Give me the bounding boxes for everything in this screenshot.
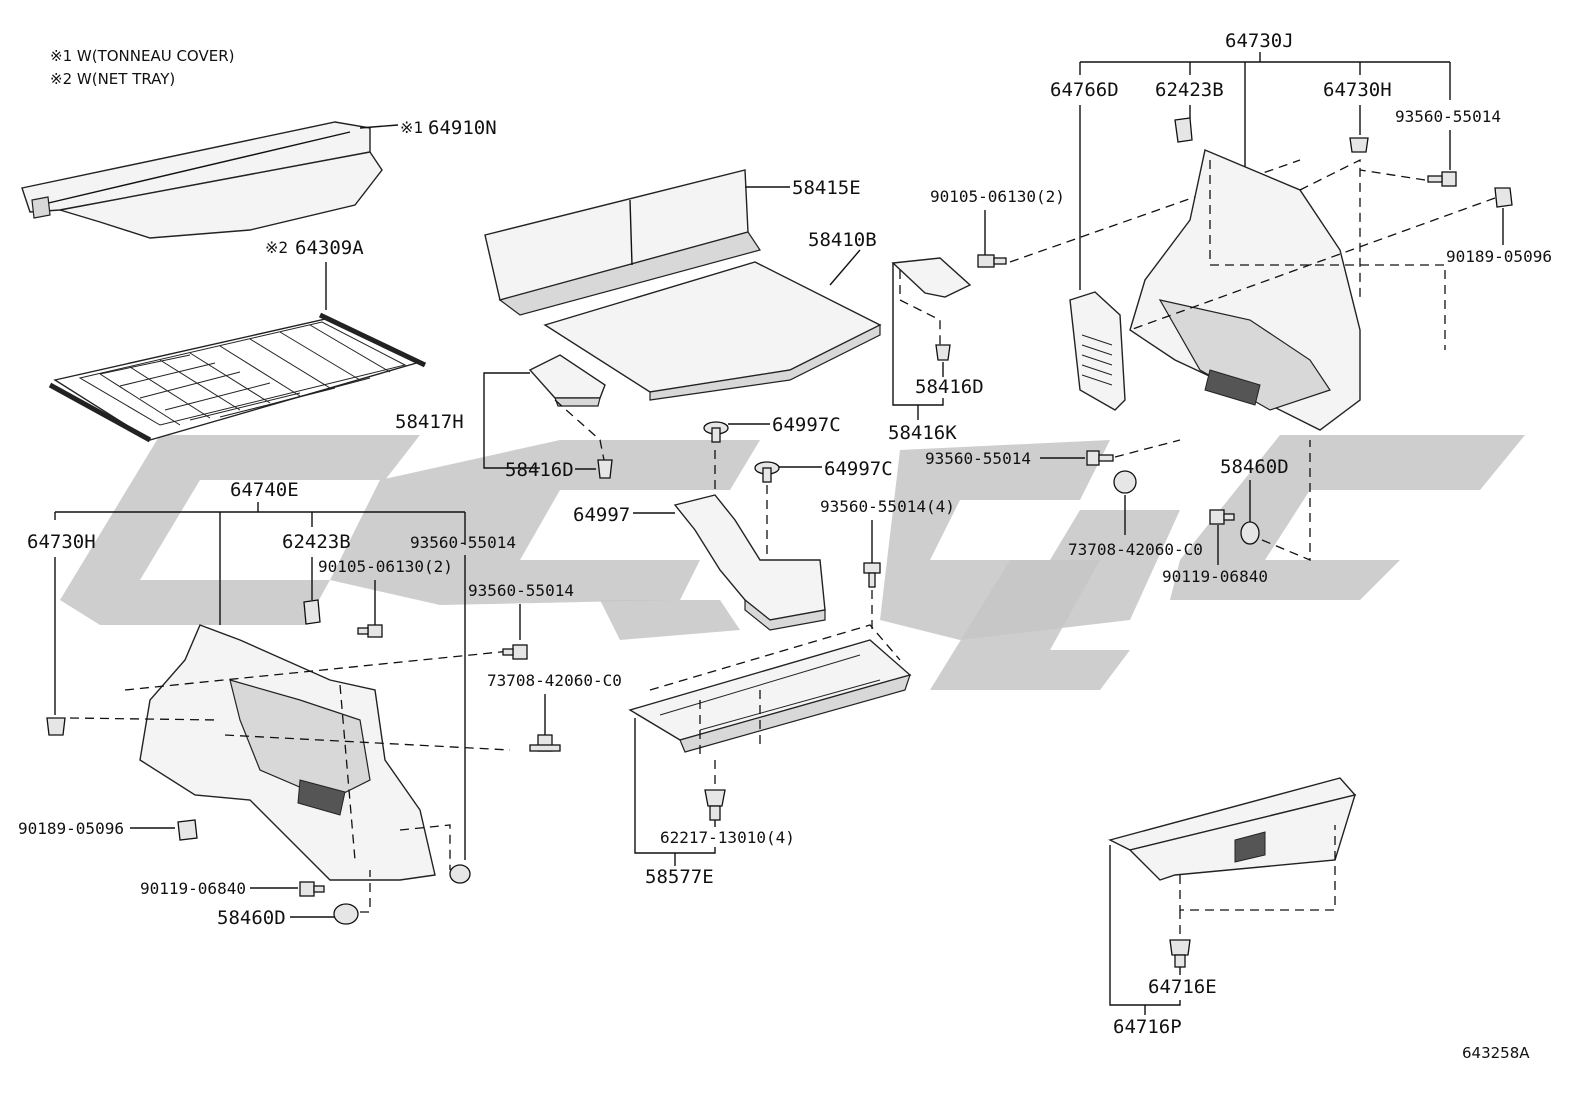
clip-62217 bbox=[704, 789, 726, 821]
scuff-plate-58577E bbox=[628, 624, 912, 760]
plug-73708-left bbox=[529, 734, 561, 752]
leader-58417H bbox=[483, 372, 540, 469]
label-90119-left: 90119-06840 bbox=[140, 879, 246, 898]
screw-90105-top bbox=[977, 254, 1007, 268]
label-64997: 64997 bbox=[573, 504, 630, 526]
clip-58460D-left bbox=[333, 903, 359, 925]
label-93560-4: 93560-55014(4) bbox=[820, 497, 955, 516]
dash-90189-right bbox=[1129, 197, 1496, 331]
label-64740E: 64740E bbox=[230, 479, 299, 501]
label-58416D-mid: 58416D bbox=[505, 459, 574, 481]
clip-64716E bbox=[1169, 939, 1191, 968]
label-93560-left-b: 93560-55014 bbox=[468, 581, 574, 600]
label-64997C-b: 64997C bbox=[824, 458, 893, 480]
label-64730H-left: 64730H bbox=[27, 531, 96, 553]
label-64716P: 64716P bbox=[1113, 1016, 1182, 1038]
screw-90105-left bbox=[357, 624, 383, 638]
note-tonneau-cover: ※1 W(TONNEAU COVER) bbox=[50, 47, 235, 65]
leader-64910N bbox=[359, 124, 399, 129]
screw-93560-center bbox=[863, 562, 881, 588]
label-62217: 62217-13010(4) bbox=[660, 828, 795, 847]
clip-64997C-a-stem bbox=[711, 427, 721, 443]
label-58410B: 58410B bbox=[808, 229, 877, 251]
trim-panel-left bbox=[69, 624, 521, 881]
dash-58460D-right bbox=[1261, 440, 1311, 561]
screw-90119-right bbox=[1209, 509, 1235, 525]
label-64716E: 64716E bbox=[1148, 976, 1217, 998]
trim-panel-right bbox=[1129, 149, 1446, 431]
label-93560-right-top: 93560-55014 bbox=[1395, 107, 1501, 126]
label-64309A: 64309A bbox=[295, 237, 364, 259]
label-58417H: 58417H bbox=[395, 411, 464, 433]
clip-58460D-right bbox=[1240, 521, 1260, 545]
label-58577E: 58577E bbox=[645, 866, 714, 888]
dash-58460D-left bbox=[360, 870, 371, 913]
mark-64910N: ※1 bbox=[400, 118, 423, 137]
screw-90119-left bbox=[299, 881, 325, 897]
label-64766D: 64766D bbox=[1050, 79, 1119, 101]
label-90105-top: 90105-06130(2) bbox=[930, 187, 1065, 206]
clip-62423B-right bbox=[1174, 117, 1193, 143]
label-58460D-left: 58460D bbox=[217, 907, 286, 929]
label-58415E: 58415E bbox=[792, 177, 861, 199]
screw-93560-left-b bbox=[502, 644, 528, 660]
clip-90189-left bbox=[177, 819, 198, 841]
clip-64730H-left bbox=[46, 717, 66, 736]
label-58416D-right: 58416D bbox=[915, 376, 984, 398]
label-62423B-right: 62423B bbox=[1155, 79, 1224, 101]
label-64730H-right: 64730H bbox=[1323, 79, 1392, 101]
leader-64740E bbox=[54, 502, 466, 625]
note-net-tray: ※2 W(NET TRAY) bbox=[50, 70, 175, 88]
label-90189-left: 90189-05096 bbox=[18, 819, 124, 838]
label-64910N: 64910N bbox=[428, 117, 497, 139]
speaker-grille-64766D bbox=[1069, 291, 1126, 411]
screw-93560-right-mid bbox=[1086, 450, 1114, 466]
clip-64730H-right bbox=[1349, 137, 1369, 153]
label-90119-right: 90119-06840 bbox=[1162, 567, 1268, 586]
clip-64997C-b-stem bbox=[762, 467, 772, 483]
label-73708-left: 73708-42060-C0 bbox=[487, 671, 622, 690]
label-93560-left-a: 93560-55014 bbox=[410, 533, 516, 552]
net-tray-part bbox=[48, 312, 427, 443]
deck-board-58410B bbox=[543, 261, 882, 401]
mark-64309A: ※2 bbox=[265, 238, 288, 257]
label-64997C-a: 64997C bbox=[772, 414, 841, 436]
dash-93560-right-top bbox=[1359, 169, 1426, 181]
tonneau-cover-part bbox=[21, 121, 383, 239]
part-58417H bbox=[528, 354, 606, 466]
clip-62423B-left bbox=[303, 599, 321, 625]
label-90105-left: 90105-06130(2) bbox=[318, 557, 453, 576]
label-64730J: 64730J bbox=[1225, 30, 1294, 52]
label-73708-right: 73708-42060-C0 bbox=[1068, 540, 1203, 559]
scuff-plate-64716P bbox=[1108, 777, 1357, 911]
dash-93560-right-mid bbox=[1114, 439, 1181, 458]
label-93560-right-mid: 93560-55014 bbox=[925, 449, 1031, 468]
label-58416K: 58416K bbox=[888, 422, 957, 444]
diagram-code: 643258A bbox=[1462, 1044, 1530, 1062]
clip-58416D-mid bbox=[597, 459, 613, 479]
screw-93560-right-top bbox=[1427, 171, 1457, 187]
label-90189-right: 90189-05096 bbox=[1446, 247, 1552, 266]
label-58460D-right: 58460D bbox=[1220, 456, 1289, 478]
cover-58416K bbox=[891, 257, 972, 361]
bracket-64997 bbox=[673, 450, 826, 631]
clip-90189-right bbox=[1494, 187, 1513, 208]
label-62423B-left: 62423B bbox=[282, 531, 351, 553]
watermark-logo bbox=[60, 435, 1525, 690]
plug-73708-right bbox=[1113, 470, 1137, 494]
screw-93560-left-a bbox=[449, 864, 471, 884]
leader-58410B bbox=[829, 249, 861, 286]
deck-board-58415E bbox=[484, 169, 761, 316]
